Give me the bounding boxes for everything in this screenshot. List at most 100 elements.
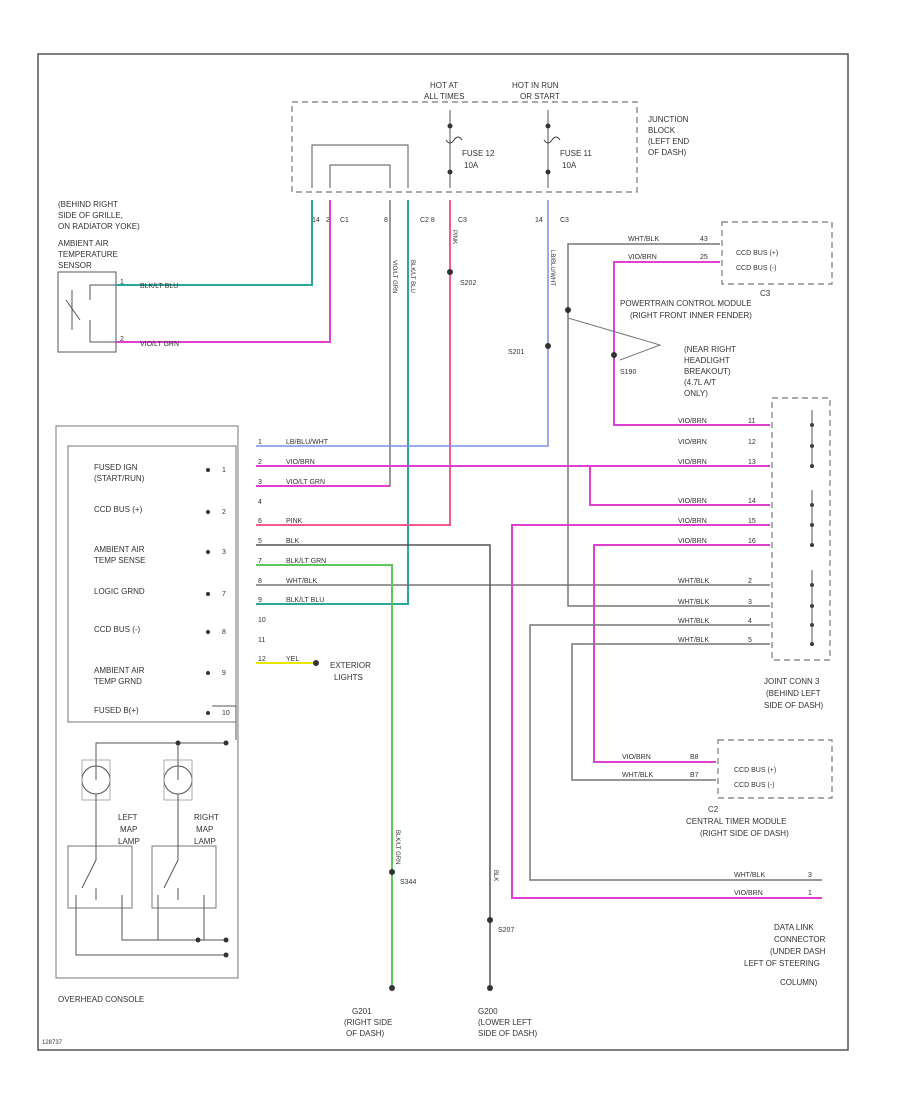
console-wire-color: BLK/LT GRN <box>286 558 326 565</box>
console-pin-label: FUSED IGN(START/RUN) <box>94 463 145 483</box>
joint-wire-pin: 12 <box>748 439 756 446</box>
sensor-wire-teal <box>116 200 313 286</box>
dlc-wire-label-1: WHT/BLK <box>734 872 765 879</box>
joint-wire-pin: 11 <box>748 418 755 425</box>
ctm-pin-1: B8 <box>690 754 699 761</box>
sensor-wire-magenta <box>116 200 331 343</box>
joint-wire-color: WHT/BLK <box>678 618 709 625</box>
console-module-box <box>67 445 237 723</box>
dlc-wire-wht-blk <box>529 624 822 881</box>
pcm-wire-vio-brn <box>613 261 770 426</box>
console-wire-color: VIO/LT GRN <box>286 479 325 486</box>
left-map-lamp-switch-box <box>67 845 133 909</box>
splice-s202-label: S202 <box>460 280 476 287</box>
ctm-connector <box>717 739 833 799</box>
blue-vertical-wire <box>256 200 549 447</box>
ctm-wire-label-2: WHT/BLK <box>622 772 653 779</box>
console-wire-color: LB/BLU/WHT <box>286 439 329 446</box>
ctm-label: CENTRAL TIMER MODULE (RIGHT SIDE OF DASH… <box>686 817 789 838</box>
fuse11-label: FUSE 11 <box>560 149 592 158</box>
splice-s190-dot <box>611 352 617 358</box>
sensor-pin-2: 2 <box>120 336 124 343</box>
joint-wire-pin: 3 <box>748 599 752 606</box>
map-lamp-feed <box>95 742 226 780</box>
joint-wire-color: VIO/BRN <box>678 498 707 505</box>
pcm-label: POWERTRAIN CONTROL MODULE (RIGHT FRONT I… <box>620 299 754 320</box>
console-pin-dot <box>206 550 210 554</box>
junction-block <box>291 101 638 193</box>
ctm-pin-2: B7 <box>690 772 699 779</box>
console-wire-pin: 12 <box>258 656 266 663</box>
console-pin-dot <box>206 630 210 634</box>
right-map-lamp-switch-box <box>151 845 217 909</box>
console-pin-dot <box>206 711 210 715</box>
ambient-air-temp-sensor <box>57 271 117 353</box>
dlc-wire-vio-brn <box>511 524 822 899</box>
console-pin-label: CCD BUS (-) <box>94 625 141 634</box>
junction-block-label: JUNCTION BLOCK (LEFT END OF DASH) <box>648 115 691 157</box>
pink-vertical-wire <box>256 200 451 526</box>
joint-wire-pin: 13 <box>748 459 756 466</box>
joint-wire-pin: 15 <box>748 518 756 525</box>
console-pin-number: 1 <box>222 467 226 474</box>
splice-s190-label: S190 <box>620 369 636 376</box>
joint-wire-color: WHT/BLK <box>678 599 709 606</box>
joint-link-vio <box>589 466 770 506</box>
splice-s202-dot <box>447 269 453 275</box>
black-wire-g200 <box>256 544 491 988</box>
console-wire-color: PINK <box>286 518 303 525</box>
console-pin-label: CCD BUS (+) <box>94 505 143 514</box>
joint-wire-pin: 5 <box>748 637 752 644</box>
fuse12-label: FUSE 12 <box>462 149 495 158</box>
joint-wire-color: VIO/BRN <box>678 459 707 466</box>
pcm-connector <box>721 221 833 285</box>
joint-wire-pin: 14 <box>748 498 756 505</box>
teal-wire-label: BLK/LT BLU <box>409 260 415 293</box>
joint-wire-color: VIO/BRN <box>678 538 707 545</box>
junction-pin-labels: 14 2 C1 8 C2 8 C3 <box>312 217 467 224</box>
sensor-pin-1: 1 <box>120 279 124 286</box>
pcm-pin-1: 43 <box>700 236 708 243</box>
joint-wire-pin: 2 <box>748 578 752 585</box>
pcm-ccd-plus: CCD BUS (+) <box>736 250 778 257</box>
pcm-c3-label: C3 <box>760 289 771 298</box>
left-map-lamp-label: LEFT MAP LAMP <box>118 813 140 846</box>
dlc-pin-2: 1 <box>808 890 812 897</box>
s190-note: (NEAR RIGHT HEADLIGHT BREAKOUT) (4.7L A/… <box>684 345 738 398</box>
console-wire-color: BLK <box>286 538 300 545</box>
pcm-ccd-minus: CCD BUS (-) <box>736 265 776 272</box>
g201-ground <box>389 985 395 991</box>
ctm-c2-label: C2 <box>708 805 719 814</box>
overhead-console-box <box>55 425 239 979</box>
console-wire-color: VIO/BRN <box>286 459 315 466</box>
splice-s207-label: S207 <box>498 927 514 934</box>
data-link-label: DATA LINK CONNECTOR (UNDER DASH LEFT OF … <box>744 923 828 987</box>
exterior-lights-label: EXTERIOR LIGHTS <box>330 661 373 682</box>
console-pin-dot <box>206 468 210 472</box>
console-pin-dot <box>206 592 210 596</box>
pcm-wire-label-2: VIO/BRN <box>628 254 657 261</box>
joint-wire-pin: 4 <box>748 618 752 625</box>
console-wire-color: YEL <box>286 656 299 663</box>
right-map-lamp-label: RIGHT MAP LAMP <box>194 813 221 846</box>
console-pin-label: LOGIC GRND <box>94 587 145 596</box>
console-pin-number: 10 <box>222 710 230 717</box>
splice-s344-label: S344 <box>400 879 416 886</box>
console-wire-pin: 4 <box>258 499 262 506</box>
dlc-pin-1: 3 <box>808 872 812 879</box>
sensor-location-label: (BEHIND RIGHT SIDE OF GRILLE, ON RADIATO… <box>58 200 140 231</box>
joint-wire-pin: 16 <box>748 538 756 545</box>
pcm-wire-label-1: WHT/BLK <box>628 236 659 243</box>
sensor-wire-label-1: BLK/LT BLU <box>140 283 178 290</box>
pcm-pin-2: 25 <box>700 254 708 261</box>
console-wire-color: WHT/BLK <box>286 578 317 585</box>
console-wire-pin: 8 <box>258 578 262 585</box>
pink-wire-label: PINK <box>451 230 457 244</box>
